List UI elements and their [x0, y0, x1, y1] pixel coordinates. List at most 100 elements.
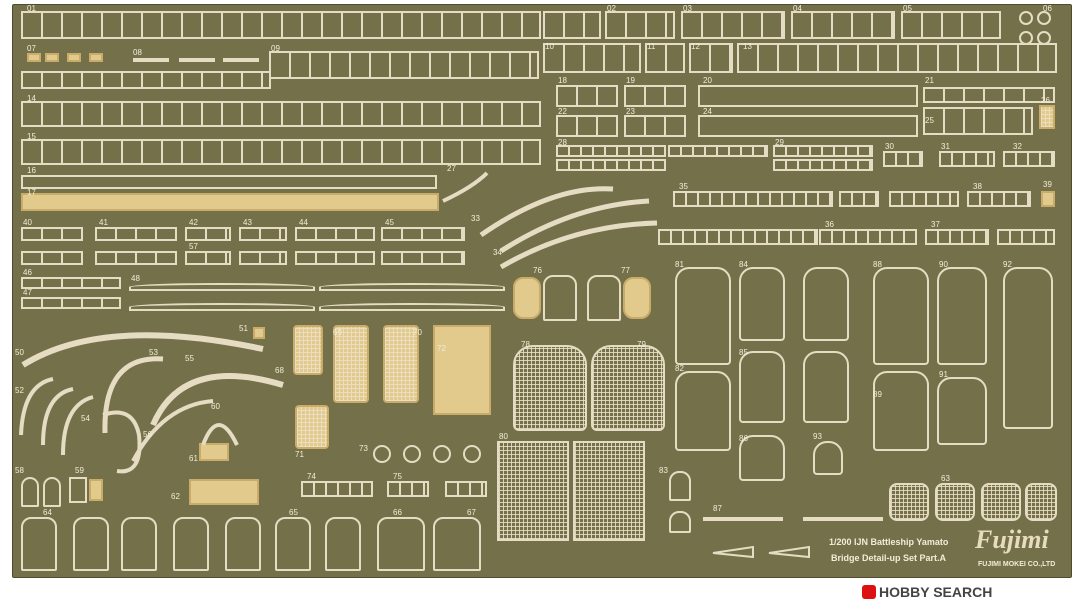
label-33: 33: [471, 214, 480, 223]
label-23: 23: [626, 107, 635, 116]
part-08-bar: [133, 58, 169, 62]
part-63-grille-c: [981, 483, 1021, 521]
part-43-strip-b: [239, 251, 287, 265]
label-66: 66: [393, 508, 402, 517]
part-long-strip-a: [21, 71, 271, 89]
label-78: 78: [521, 340, 530, 349]
part-28-rail-b: [556, 159, 666, 171]
part-30-rail: [883, 151, 923, 167]
label-73: 73: [359, 444, 368, 453]
part-48-curve-d: [319, 303, 505, 311]
label-58: 58: [15, 466, 24, 475]
part-50-curve: [21, 332, 264, 368]
label-27: 27: [447, 164, 456, 173]
label-08: 08: [133, 48, 142, 57]
part-35-rail: [673, 191, 833, 207]
label-61: 61: [189, 454, 198, 463]
label-54: 54: [81, 414, 90, 423]
label-18: 18: [558, 76, 567, 85]
part-70-plate: [383, 325, 419, 403]
label-25: 25: [925, 116, 934, 125]
label-01: 01: [27, 4, 36, 13]
part-80-door: [497, 441, 569, 541]
part-06-ring-b: [1037, 11, 1051, 25]
label-37: 37: [931, 220, 940, 229]
part-64-door-e: [225, 517, 261, 571]
part-23-strip: [624, 115, 686, 137]
part-02-strip: [543, 11, 601, 39]
part-26-grille: [1039, 105, 1055, 129]
label-84: 84: [739, 260, 748, 269]
part-20-strip: [698, 85, 918, 107]
part-44-strip: [295, 227, 375, 241]
part-78-cab: [513, 345, 587, 431]
part-90-shield: [937, 267, 987, 365]
label-43: 43: [243, 218, 252, 227]
part-07-tab-c: [67, 53, 81, 62]
part-05-strip: [901, 11, 1001, 39]
label-77: 77: [621, 266, 630, 275]
label-71: 71: [295, 450, 304, 459]
part-83-door-b: [669, 511, 691, 533]
part-40-strip: [21, 227, 83, 241]
part-31-rail-b: [889, 191, 959, 207]
label-80: 80: [499, 432, 508, 441]
part-73-ring-c: [433, 445, 451, 463]
label-93: 93: [813, 432, 822, 441]
label-48: 48: [131, 274, 140, 283]
part-64-door: [21, 517, 57, 571]
part-32-rail: [1003, 151, 1055, 167]
part-65-door: [275, 517, 311, 571]
part-12-strip: [689, 43, 733, 73]
label-92: 92: [1003, 260, 1012, 269]
label-06: 06: [1043, 4, 1052, 13]
part-43-strip: [239, 227, 287, 241]
label-69: 69: [333, 328, 342, 337]
part-63-grille-d: [1025, 483, 1057, 521]
label-81: 81: [675, 260, 684, 269]
label-30: 30: [885, 142, 894, 151]
part-76-frame: [543, 275, 577, 321]
label-86: 86: [739, 434, 748, 443]
label-40: 40: [23, 218, 32, 227]
label-12: 12: [691, 42, 700, 51]
label-24: 24: [703, 107, 712, 116]
label-83: 83: [659, 466, 668, 475]
part-07-tab: [27, 53, 41, 62]
part-82-shield: [675, 371, 731, 451]
curved-railings-layer: [19, 171, 810, 559]
part-16-strip: [21, 175, 437, 189]
kit-subtitle: Bridge Detail-up Set Part.A: [831, 553, 947, 563]
label-47: 47: [23, 288, 32, 297]
part-67-door: [433, 517, 481, 571]
part-81-shield: [675, 267, 731, 365]
part-13-strip: [737, 43, 1057, 73]
label-55: 55: [185, 354, 194, 363]
part-73-ring-b: [403, 445, 421, 463]
label-52: 52: [15, 386, 24, 395]
part-53-curve: [102, 356, 164, 434]
part-48-curve-b: [319, 283, 505, 291]
label-63: 63: [941, 474, 950, 483]
part-30-rail-b: [839, 191, 879, 207]
label-22: 22: [558, 107, 567, 116]
label-07: 07: [27, 44, 36, 53]
part-33-curve: [479, 186, 614, 238]
label-89: 89: [873, 390, 882, 399]
part-29-rail-b: [773, 159, 873, 171]
label-26: 26: [1041, 96, 1050, 105]
part-09-strip: [269, 51, 539, 79]
part-08-bar-c: [223, 58, 259, 62]
part-39-bracket: [1041, 191, 1055, 207]
part-87-rod: [703, 517, 783, 521]
label-90: 90: [939, 260, 948, 269]
label-72: 72: [437, 344, 446, 353]
part-37-rail: [925, 229, 989, 245]
part-62-plate: [189, 479, 259, 505]
part-87-rod-b: [803, 517, 883, 521]
part-75-rail: [387, 481, 429, 497]
label-70: 70: [413, 328, 422, 337]
label-57: 57: [189, 242, 198, 251]
label-02: 02: [607, 4, 616, 13]
part-77-hatch: [623, 277, 651, 319]
